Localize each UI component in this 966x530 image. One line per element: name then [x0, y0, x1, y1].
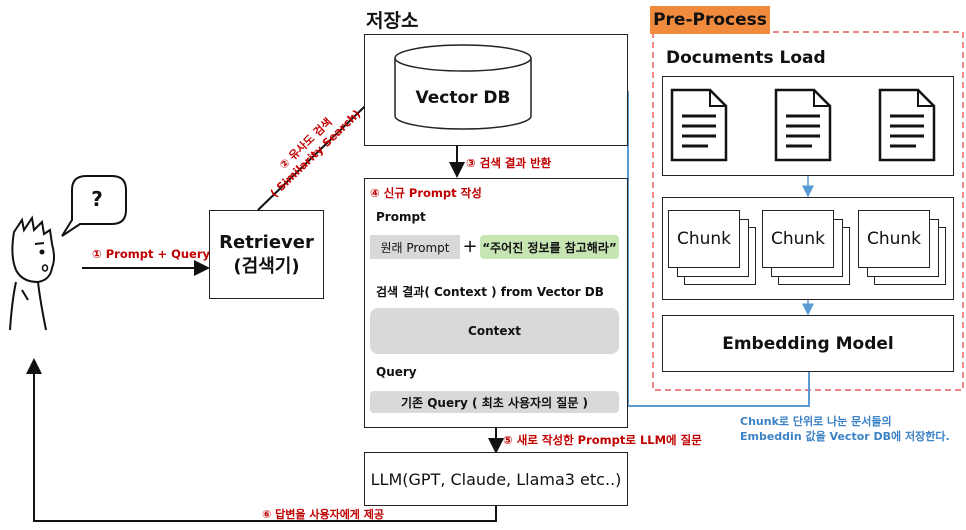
storage-title: 저장소	[366, 10, 419, 32]
plus-sign: +	[462, 235, 478, 257]
question-mark: ?	[91, 187, 103, 211]
retriever-sublabel: (검색기)	[233, 255, 300, 277]
preprocess-badge: Pre-Process	[650, 6, 770, 34]
step3-label: ③ 검색 결과 반환	[466, 156, 552, 170]
step1-label: ① Prompt + Query	[92, 247, 211, 261]
embedding-note: Chunk로 단위로 나눈 문서들의 Embeddin 값을 Vector DB…	[740, 414, 950, 444]
search-result-label: 검색 결과( Context ) from Vector DB	[376, 285, 604, 299]
step6-label: ⑥ 답변을 사용자에게 제공	[262, 508, 385, 521]
embedding-note-line: Embeddin 값을 Vector DB에 저장한다.	[740, 430, 950, 443]
prompt-label: Prompt	[376, 210, 426, 224]
step4-label: ④ 신규 Prompt 작성	[370, 186, 482, 200]
query-value-block: 기존 Query ( 최초 사용자의 질문 )	[370, 391, 619, 413]
retriever-box: Retriever (검색기)	[209, 210, 324, 299]
instruction-chip: “주어진 정보를 참고해라”	[480, 235, 619, 259]
context-block: Context	[370, 308, 619, 354]
query-label: Query	[376, 365, 417, 379]
documents-box	[662, 76, 954, 176]
llm-box: LLM(GPT, Claude, Llama3 etc..)	[364, 452, 628, 506]
original-prompt-chip: 원래 Prompt	[370, 235, 460, 259]
arrow-llm-to-user	[26, 358, 497, 522]
retriever-label: Retriever	[219, 231, 314, 253]
documents-load-title: Documents Load	[666, 48, 826, 68]
chunk-card: Chunk	[762, 210, 834, 268]
embedding-model-box: Embedding Model	[662, 315, 954, 372]
chunk-card: Chunk	[858, 210, 930, 268]
prompt-panel	[364, 178, 628, 428]
step5-label: ⑤ 새로 작성한 Prompt로 LLM에 질문	[503, 433, 702, 447]
vector-db-label: Vector DB	[415, 88, 511, 108]
embedding-note-line: Chunk로 단위로 나눈 문서들의	[740, 415, 892, 428]
chunk-card: Chunk	[668, 210, 740, 268]
